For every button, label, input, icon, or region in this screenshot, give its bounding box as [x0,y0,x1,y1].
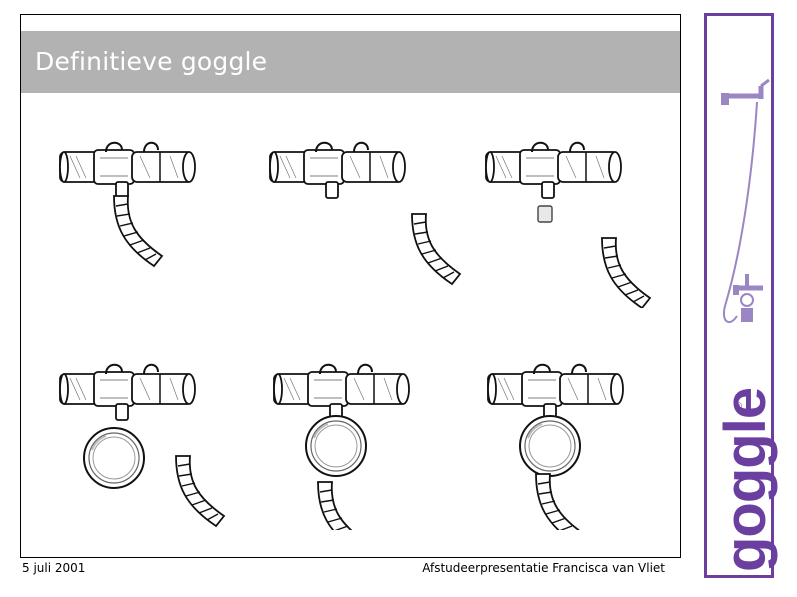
sketch-step-5 [273,363,410,530]
footer-presenter: Afstudeerpresentatie Francisca van Vliet [422,561,665,575]
brand-sidebar: ® goggle [704,13,778,578]
registered-mark: ® [734,401,743,413]
footer-date: 5 juli 2001 [22,561,86,575]
sketch-step-3 [485,141,651,308]
sketch-step-4 [59,363,225,527]
slide-title: Definitieve goggle [35,47,268,76]
sketch-step-1 [59,141,196,267]
title-bar: Definitieve goggle [21,31,680,93]
sketch-step-2 [269,141,461,285]
sketch-step-6 [487,363,624,530]
brand-logo: goggle [713,387,778,572]
shower-icon [721,78,770,324]
